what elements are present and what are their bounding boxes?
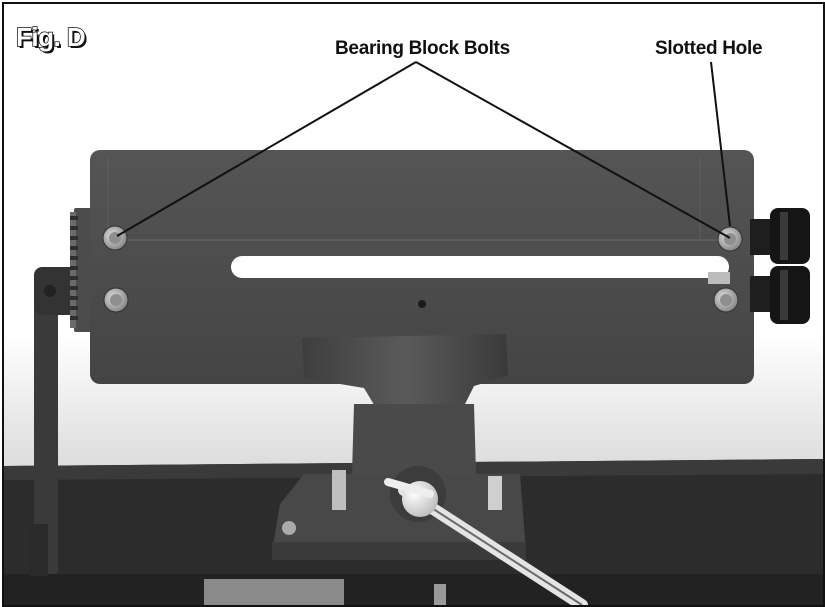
roller-top (750, 208, 810, 264)
gear (70, 208, 92, 332)
leader-line-slotted-hole (710, 61, 731, 227)
callout-leaders (116, 61, 731, 239)
bearing-block-bolt-top-right (717, 226, 743, 252)
leader-line-right-bolt (415, 61, 731, 239)
callout-slotted-hole: Slotted Hole (655, 38, 763, 59)
center-hole (418, 300, 426, 308)
callout-bearing-block-bolts: Bearing Block Bolts (335, 38, 510, 59)
slotted-hole (231, 256, 729, 278)
machine-photo (4, 4, 823, 605)
bearing-block-bolt-bottom-left (103, 287, 129, 313)
vise-handle (384, 466, 588, 605)
bearing-block-bolt-bottom-right (713, 287, 739, 313)
leader-line-left-bolt (116, 61, 417, 237)
figure-label: Fig. D (15, 21, 86, 53)
bearing-block-bolt-top-left (102, 225, 128, 251)
roller-bottom (708, 266, 810, 324)
crank-handle (30, 267, 78, 576)
